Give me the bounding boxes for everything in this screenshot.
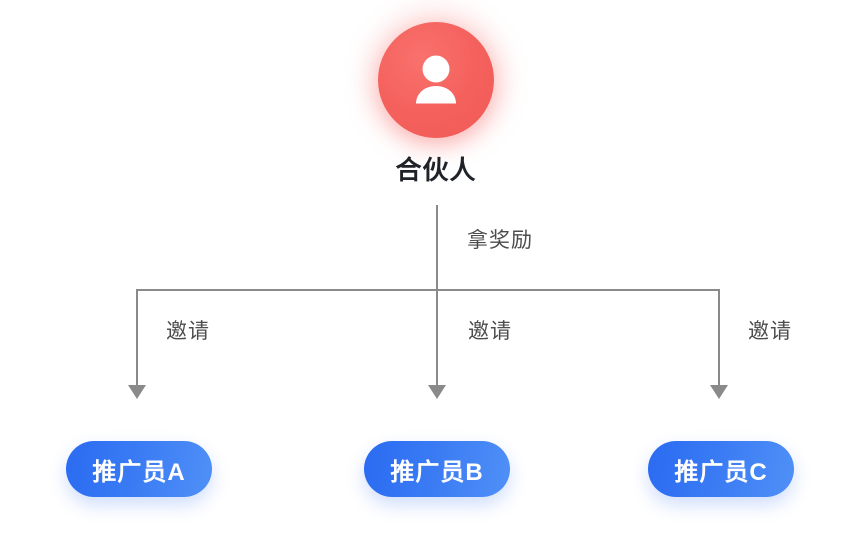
person-icon (410, 53, 462, 107)
edge-label-reward: 拿奖励 (467, 229, 533, 252)
child-node-promoter-a[interactable]: 推广员A (66, 441, 212, 497)
root-node-partner[interactable]: 合伙人 (378, 22, 494, 185)
edge-label-invite-a: 邀请 (166, 320, 210, 343)
arrow-head-icon-c (710, 385, 728, 399)
partner-avatar (378, 22, 494, 138)
root-node-label: 合伙人 (395, 155, 477, 185)
child-node-promoter-b[interactable]: 推广员B (364, 441, 510, 497)
branch-connector-line-a (136, 289, 138, 387)
child-node-promoter-c[interactable]: 推广员C (648, 441, 794, 497)
trunk-connector-line (436, 205, 438, 291)
branch-connector-line-c (718, 289, 720, 387)
branch-connector-line-b (436, 289, 438, 387)
arrow-head-icon-a (128, 385, 146, 399)
edge-label-invite-b: 邀请 (468, 320, 512, 343)
arrow-head-icon-b (428, 385, 446, 399)
edge-label-invite-c: 邀请 (748, 320, 792, 343)
bus-connector-line (136, 289, 720, 291)
